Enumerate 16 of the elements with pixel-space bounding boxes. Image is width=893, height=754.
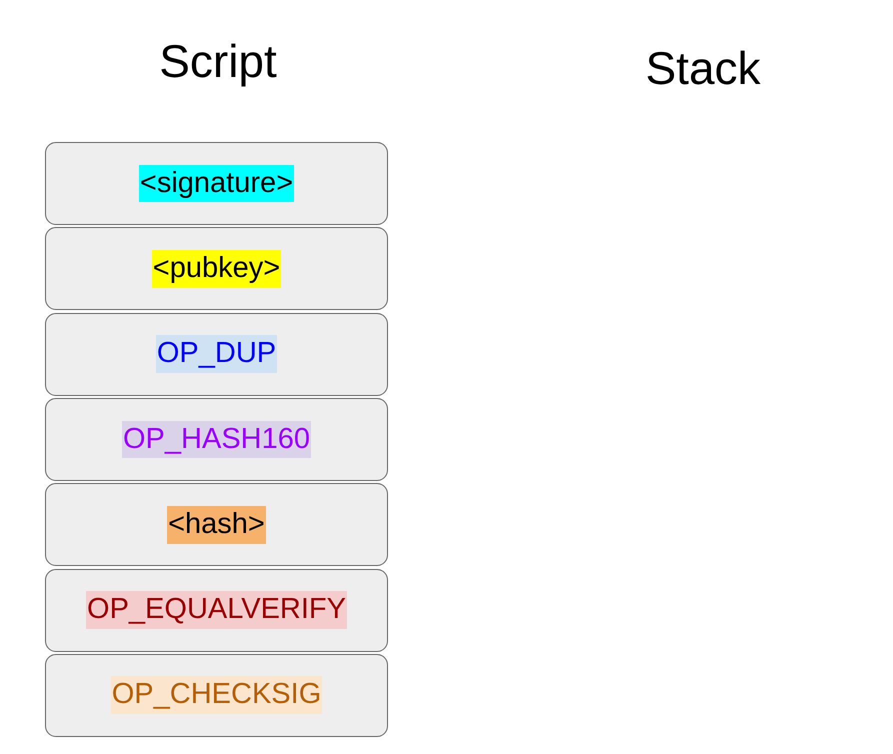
highlighted-script-token: <signature> <box>138 164 294 202</box>
script-item-box <box>45 142 388 225</box>
script-item-box <box>45 568 388 652</box>
highlighted-script-token: OP_DUP <box>156 335 278 373</box>
column-heading: Stack <box>645 45 761 91</box>
highlighted-script-token: OP_HASH160 <box>122 420 311 458</box>
script-item-box <box>45 654 388 737</box>
highlighted-script-token: OP_CHECKSIG <box>110 676 322 714</box>
highlighted-script-token: <pubkey> <box>152 250 282 288</box>
highlighted-script-token: OP_EQUALVERIFY <box>86 591 347 629</box>
highlighted-script-token: <hash> <box>167 506 266 544</box>
script-item-box <box>45 312 388 396</box>
column-heading: Script <box>159 38 277 84</box>
script-item-box <box>45 483 388 566</box>
script-item-box <box>45 227 388 310</box>
script-item-box <box>45 398 388 481</box>
